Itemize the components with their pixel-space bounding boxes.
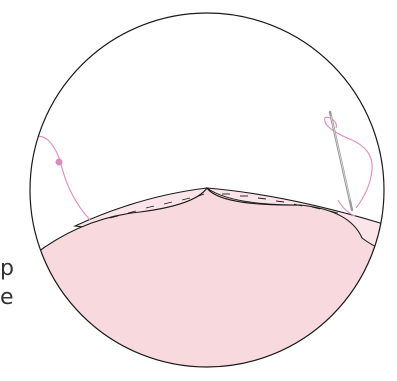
thread-knot-icon bbox=[56, 159, 63, 166]
edge-text-line-1: p bbox=[0, 256, 14, 281]
edge-text-line-2: e bbox=[0, 285, 14, 310]
